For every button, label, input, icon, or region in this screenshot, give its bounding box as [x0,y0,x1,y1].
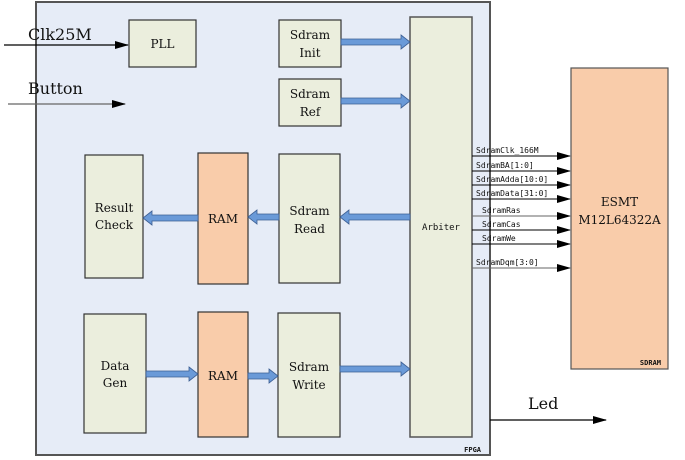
arbiter-label: Arbiter [422,223,461,233]
bus-arrow-ram-to-sdram-write [247,368,279,384]
bus-arrow-ref-to-arbiter [340,93,411,109]
signal-label: SdramData[31:0] [476,189,548,198]
signal-label: SdramBA[1:0] [476,161,534,170]
sdram-ref-block[interactable]: Sdram Ref [278,78,342,127]
data-gen-block[interactable]: Data Gen [83,313,147,434]
bus-arrow-ram-to-result-check [142,210,199,226]
sdram-init-label-2: Init [299,46,320,60]
signal-label: SdramRas [482,206,521,215]
bus-arrow-data-gen-to-ram [145,366,199,382]
bus-arrow-init-to-arbiter [340,34,411,50]
signal-label: SdramCas [482,220,521,229]
bus-arrow-sdram-read-to-ram [247,209,280,225]
arbiter-block[interactable]: Arbiter [409,16,473,438]
sdram-chip-vendor: ESMT [601,195,638,209]
pll-label: PLL [150,37,174,51]
signal-label: SdramAdda[10:0] [476,175,548,184]
sdram-write-label-2: Write [292,378,325,392]
signal-label: SdramWe [482,234,516,243]
sdram-ref-label-2: Ref [300,105,322,119]
led-output-label: Led [528,394,558,413]
bus-arrow-sdram-write-to-arbiter [339,361,411,377]
signal-label: SdramClk_166M [476,146,539,155]
result-check-block[interactable]: Result Check [84,154,144,279]
signal-label: SdramDqm[3:0] [476,258,539,267]
sdram-ref-label-1: Sdram [290,87,331,101]
result-check-label-1: Result [95,201,134,215]
pll-block[interactable]: PLL [128,19,197,68]
ram-write-block[interactable]: RAM [197,311,249,438]
button-input-label: Button [28,79,83,98]
clock-input-label: Clk25M [28,25,92,44]
sdram-read-label-2: Read [294,222,325,236]
sdram-init-block[interactable]: Sdram Init [278,19,342,68]
sdram-read-block[interactable]: Sdram Read [278,153,341,284]
fpga-label: FPGA [464,446,482,454]
result-check-label-2: Check [95,218,134,232]
sdram-chip-block[interactable]: ESMT M12L64322A SDRAM [570,67,669,370]
sdram-chip-part: M12L64322A [578,213,661,227]
sdram-init-label-1: Sdram [290,28,331,42]
ram-read-block[interactable]: RAM [197,152,249,285]
sdram-write-label-1: Sdram [289,360,330,374]
sdram-chip-label: SDRAM [640,359,661,367]
data-gen-label-2: Gen [103,376,128,390]
sdram-read-label-1: Sdram [289,204,330,218]
data-gen-label-1: Data [101,359,130,373]
ram-read-label: RAM [208,212,238,226]
sdram-write-block[interactable]: Sdram Write [277,312,341,438]
bus-arrow-arbiter-to-sdram-read [339,209,411,225]
ram-write-label: RAM [208,369,238,383]
